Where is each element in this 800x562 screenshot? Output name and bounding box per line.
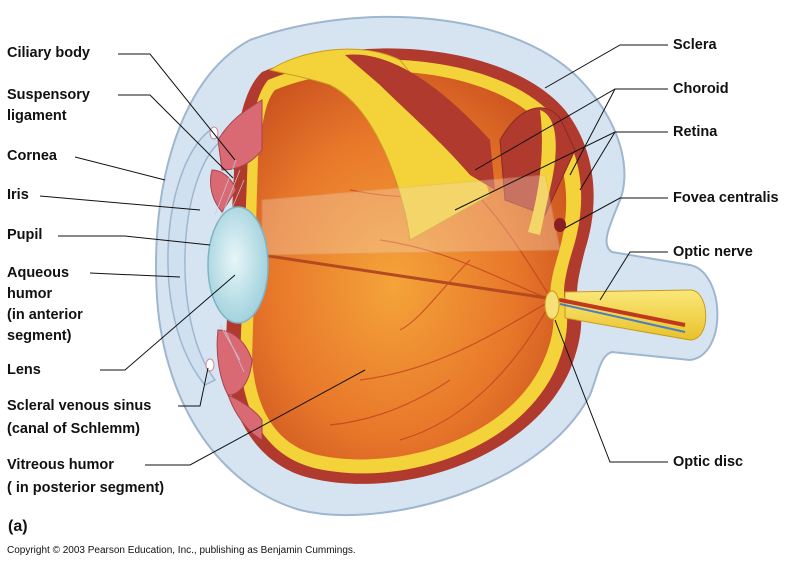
lens-shape — [207, 206, 269, 324]
leader-choroid-2 — [569, 88, 616, 176]
leader-sclera — [544, 44, 668, 89]
panel-tag: (a) — [8, 518, 28, 535]
label-optic-disc: Optic disc — [673, 454, 744, 470]
leader-aqueous — [89, 272, 181, 278]
label-aqueous-1: Aqueous — [7, 265, 70, 281]
label-scleral-sinus-1: Scleral venous sinus — [7, 398, 152, 414]
label-lens: Lens — [7, 362, 41, 378]
label-pupil: Pupil — [7, 227, 43, 243]
optic-nerve-group — [544, 289, 707, 341]
label-vitreous-1: Vitreous humor — [7, 457, 114, 473]
label-cornea: Cornea — [7, 148, 57, 164]
fovea-mark — [554, 218, 566, 232]
leader-retina-2 — [579, 131, 616, 191]
label-vitreous-2: ( in posterior segment) — [7, 480, 165, 496]
label-scleral-sinus-2: (canal of Schlemm) — [7, 421, 140, 437]
label-sclera: Sclera — [673, 37, 717, 53]
label-aqueous-4: segment) — [7, 328, 72, 344]
retinal-vessels — [329, 149, 553, 441]
label-choroid: Choroid — [673, 81, 729, 97]
leader-pupil — [58, 235, 211, 246]
label-retina: Retina — [673, 124, 718, 140]
label-fovea: Fovea centralis — [673, 190, 779, 206]
leader-lens — [100, 274, 236, 371]
layer-flap — [268, 48, 576, 241]
leader-optic-nerve — [599, 251, 668, 301]
leader-fovea — [564, 197, 668, 229]
horizontal-plane — [261, 253, 561, 302]
copyright-notice: Copyright © 2003 Pearson Education, Inc.… — [7, 545, 356, 556]
leader-optic-disc — [554, 319, 668, 463]
sinus-mark-lower — [205, 358, 215, 372]
label-aqueous-2: humor — [7, 286, 53, 302]
leader-iris — [39, 195, 201, 211]
label-suspensory-ligament-1: Suspensory — [7, 87, 90, 103]
leader-sinus — [178, 367, 209, 407]
leader-suspensory — [118, 94, 234, 179]
label-suspensory-ligament-2: ligament — [7, 108, 67, 124]
label-aqueous-3: (in anterior — [7, 307, 83, 323]
leader-lines — [39, 44, 668, 466]
label-ciliary-body: Ciliary body — [7, 45, 90, 61]
leader-vitreous — [145, 369, 366, 466]
leader-cornea — [74, 156, 166, 181]
label-optic-nerve: Optic nerve — [673, 244, 753, 260]
label-iris: Iris — [7, 187, 29, 203]
leader-ciliary-body — [118, 53, 236, 161]
